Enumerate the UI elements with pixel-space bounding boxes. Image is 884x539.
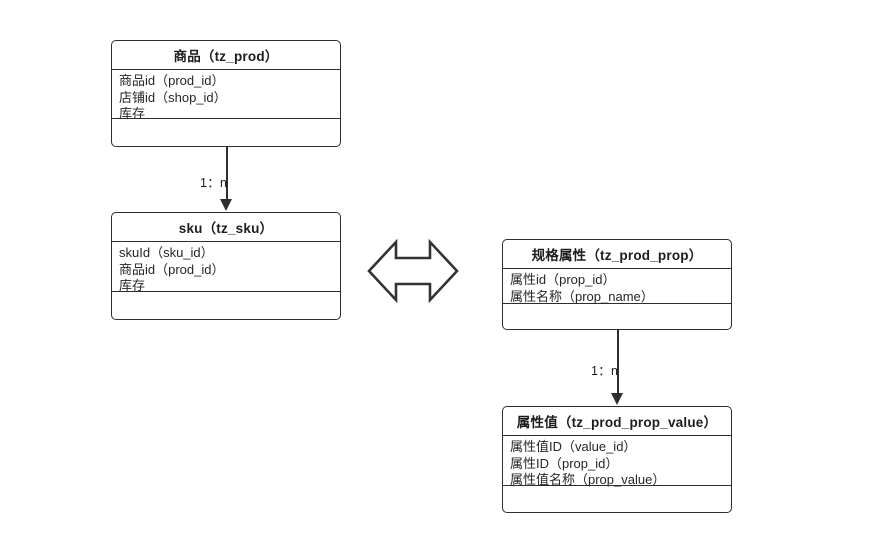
arrow-head-down-icon — [611, 393, 624, 405]
arrow-head-down-icon — [220, 199, 233, 211]
entity-box-sku[interactable]: sku（tz_sku） skuId（sku_id） 商品id（prod_id） … — [111, 212, 341, 320]
entity-box-prod-prop[interactable]: 规格属性（tz_prod_prop） 属性id（prop_id） 属性名称（pr… — [502, 239, 732, 330]
entity-title-prod-prop: 规格属性（tz_prod_prop） — [503, 240, 731, 269]
attribute-row: 商品id（prod_id） — [119, 73, 225, 88]
attribute-row: 属性值ID（value_id） — [510, 439, 637, 454]
attribute-row: 属性id（prop_id） — [510, 272, 616, 287]
attribute-row: 属性ID（prop_id） — [510, 455, 619, 471]
entity-attributes-prod-prop: 属性id（prop_id） 属性名称（prop_name） — [503, 269, 731, 304]
entity-title-prod: 商品（tz_prod） — [112, 41, 340, 70]
attribute-row: 店铺id（shop_id） — [119, 89, 227, 105]
entity-methods-sku — [112, 292, 340, 319]
entity-attributes-prod-prop-value: 属性值ID（value_id） 属性ID（prop_id） 属性值名称（prop… — [503, 436, 731, 487]
entity-title-prod-prop-value: 属性值（tz_prod_prop_value） — [503, 407, 731, 436]
entity-methods-prod-prop-value — [503, 486, 731, 512]
double-headed-arrow-icon — [366, 236, 460, 306]
attribute-row: 属性值名称（prop_value） — [510, 472, 666, 487]
attribute-row: 商品id（prod_id） — [119, 261, 225, 277]
entity-title-sku: sku（tz_sku） — [112, 213, 340, 242]
connector-label-cardinality: 1：n — [591, 364, 619, 378]
connector-label-cardinality: 1：n — [200, 176, 228, 190]
connector-line — [226, 147, 228, 200]
entity-box-prod[interactable]: 商品（tz_prod） 商品id（prod_id） 店铺id（shop_id） … — [111, 40, 341, 147]
entity-box-prod-prop-value[interactable]: 属性值（tz_prod_prop_value） 属性值ID（value_id） … — [502, 406, 732, 513]
attribute-row: 库存 — [119, 278, 146, 293]
entity-methods-prod-prop — [503, 304, 731, 329]
entity-methods-prod — [112, 119, 340, 146]
entity-attributes-prod: 商品id（prod_id） 店铺id（shop_id） 库存 — [112, 70, 340, 121]
connector-line — [617, 330, 619, 394]
attribute-row: skuId（sku_id） — [119, 245, 214, 260]
attribute-row: 库存 — [119, 106, 146, 121]
attribute-row: 属性名称（prop_name） — [510, 288, 654, 304]
entity-attributes-sku: skuId（sku_id） 商品id（prod_id） 库存 — [112, 242, 340, 293]
